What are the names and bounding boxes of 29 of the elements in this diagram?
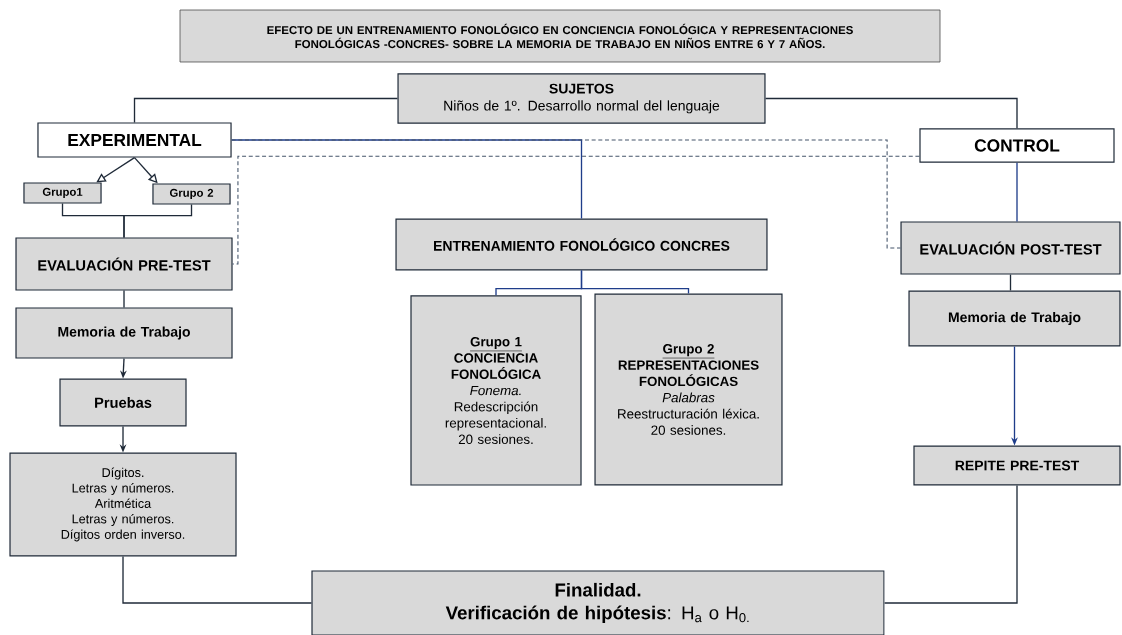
group-box: CONTROL	[919, 128, 1115, 163]
connector	[123, 289, 125, 309]
training-box: Grupo 1 CONCIENCIA FONOLÓGICA Fonema. Redescripción representacional. 20 sesiones.	[410, 295, 582, 486]
process-box: Memoria de Trabajo	[15, 307, 233, 359]
process-box: REPITE PRE-TEST	[913, 445, 1121, 486]
connector	[580, 269, 690, 295]
connector	[123, 203, 193, 239]
subgroup-box: Grupo1	[23, 182, 102, 204]
title-box: EFECTO DE UN ENTRENAMIENTO FONOLÓGICO EN CONCIENCIA FONOLÓGICA Y REPRESENTACIONES FONOLÓGICAS -CONCRES- SOBRE LA MEMORIA DE TRABAJO EN NIÑOS ENTRE 6 Y 7 AÑOS.	[179, 9, 941, 63]
connector	[231, 139, 901, 249]
connector	[122, 555, 313, 604]
process-box: Pruebas	[59, 378, 187, 427]
arrow	[96, 156, 136, 183]
connector	[764, 97, 1018, 130]
subgroup-box: Grupo 2	[152, 183, 231, 205]
test-list-box: Dígitos. Letras y números. Aritmética Letras y números. Dígitos orden inverso.	[9, 452, 237, 557]
process-box: EVALUACIÓN PRE-TEST	[15, 237, 233, 291]
subjects-box: SUJETOS Niños de 1º. Desarrollo normal del lenguaje	[397, 73, 766, 124]
connector	[1016, 161, 1018, 223]
process-box: ENTRENAMIENTO FONOLÓGICO CONCRES	[395, 218, 768, 271]
process-box: EVALUACIÓN POST-TEST	[900, 221, 1121, 275]
training-box: Grupo 2 REPRESENTACIONES FONOLÓGICAS Palabras Reestructuración léxica. 20 sesiones.	[594, 293, 783, 486]
connector	[883, 484, 1018, 604]
result-box: Finalidad. Verificación de hipótesis: H$_{a}$ o H$_{0.}$	[311, 570, 885, 635]
process-box: Memoria de Trabajo	[908, 290, 1121, 347]
group-box: EXPERIMENTAL	[37, 122, 232, 158]
connector	[232, 155, 920, 265]
connector	[1009, 273, 1012, 292]
connector	[133, 97, 399, 124]
